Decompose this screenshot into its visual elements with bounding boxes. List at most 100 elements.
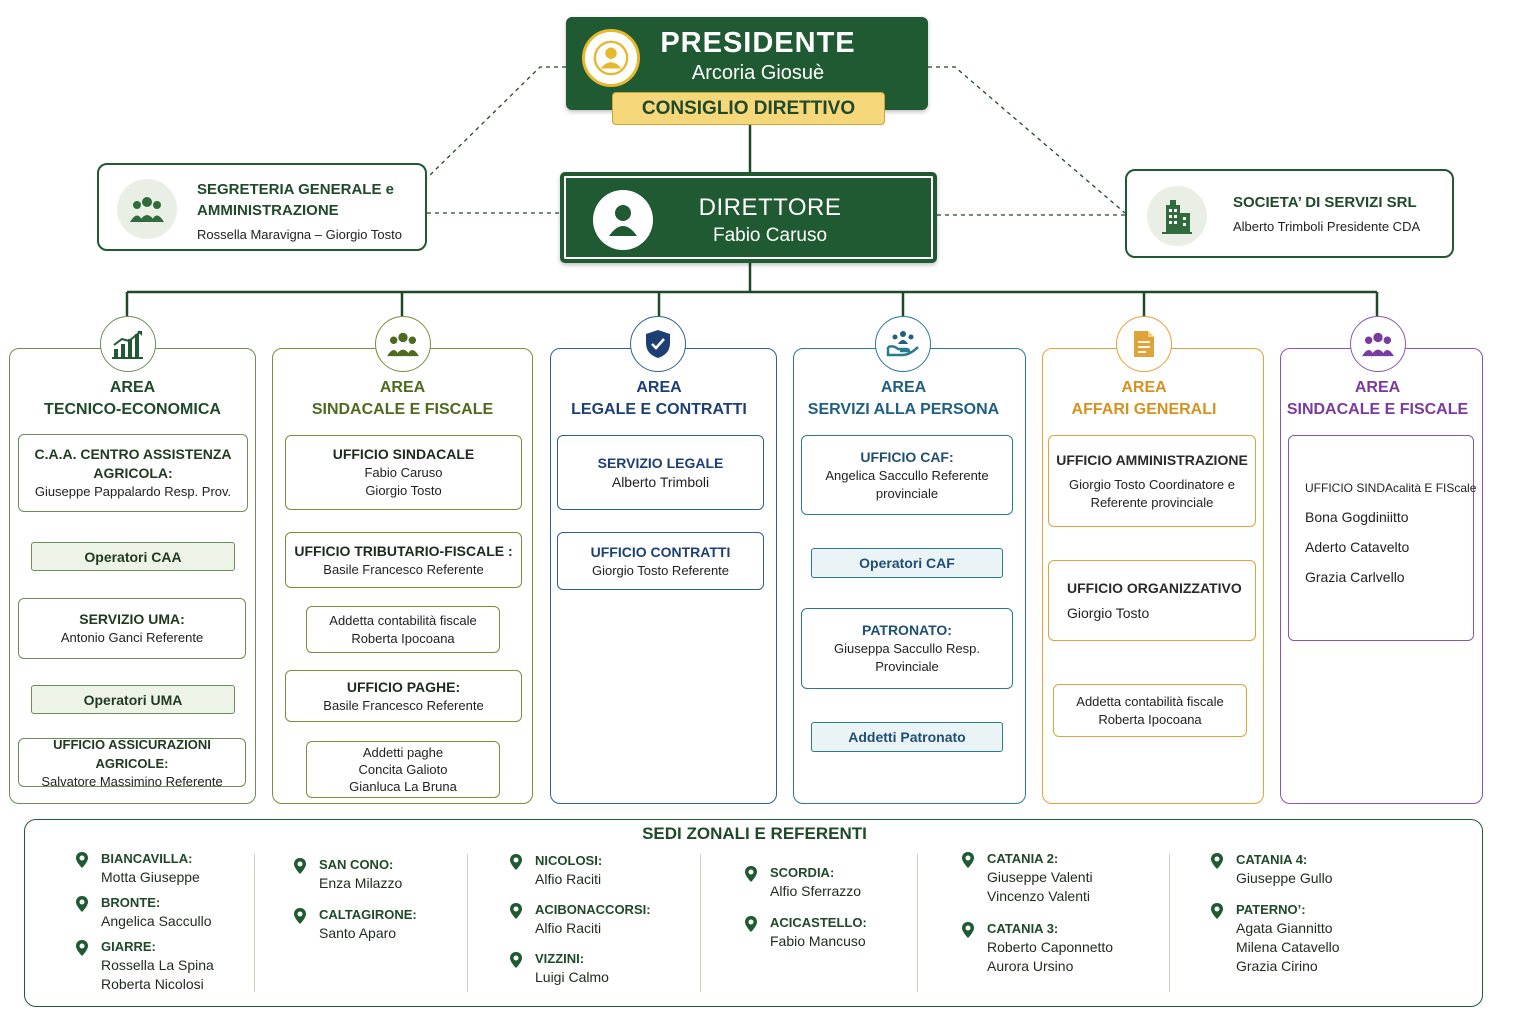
divider [1169, 854, 1170, 992]
societa-box[interactable]: SOCIETA’ DI SERVIZI SRL Alberto Trimboli… [1125, 169, 1454, 258]
sede-referente: Alfio Raciti [535, 871, 602, 887]
sede-referente: Giuseppe Valenti [987, 869, 1093, 885]
sede-referente: Alfio Sferrazzo [770, 883, 862, 899]
sede-item[interactable]: BRONTE: Angelica Saccullo [76, 894, 212, 931]
sede-item[interactable]: BIANCAVILLA: Motta Giuseppe [76, 850, 200, 887]
shield-icon [630, 316, 686, 372]
sede-name: CATANIA 2: [987, 851, 1059, 866]
sede-name: CATANIA 4: [1236, 852, 1308, 867]
sede-name: ACICASTELLO: [770, 915, 867, 930]
segreteria-title: SEGRETERIA GENERALE e AMMINISTRAZIONE [197, 181, 394, 219]
ufficio-organizzativo-box[interactable]: UFFICIO ORGANIZZATIVO Giorgio Tosto [1048, 560, 1256, 641]
sede-referente: Angelica Saccullo [101, 913, 212, 929]
sede-name: CALTAGIRONE: [319, 907, 417, 922]
sede-item[interactable]: SCORDIA:Alfio Sferrazzo [745, 864, 862, 901]
sede-name: ACIBONACCORSI: [535, 902, 651, 917]
sede-name: BIANCAVILLA: [101, 851, 193, 866]
divider [467, 854, 468, 992]
group-icon [1350, 316, 1406, 372]
sedi-title: SEDI ZONALI E REFERENTI [642, 824, 867, 843]
sede-name: VIZZINI: [535, 951, 585, 966]
presidente-name: Arcoria Giosuè [691, 62, 825, 84]
document-icon [1116, 316, 1172, 372]
segreteria-box[interactable]: SEGRETERIA GENERALE e AMMINISTRAZIONE Ro… [97, 163, 427, 251]
location-pin-icon [509, 853, 523, 876]
societa-people: Alberto Trimboli Presidente CDA [1233, 219, 1421, 234]
location-pin-icon [293, 857, 307, 880]
divider [917, 854, 918, 992]
sede-referente: Luigi Calmo [535, 969, 609, 985]
group-icon [375, 316, 431, 372]
operatori-caa[interactable]: Operatori CAA [31, 542, 235, 571]
location-pin-icon [75, 895, 89, 918]
sede-item[interactable]: CATANIA 4:Giuseppe Gullo [1211, 851, 1333, 888]
uma-box[interactable]: SERVIZIO UMA: Antonio Ganci Referente [18, 598, 246, 659]
sede-referente: Milena Catavello [1236, 939, 1340, 955]
addetta-contabilita-box[interactable]: Addetta contabilità fiscale Roberta Ipoc… [1053, 684, 1247, 737]
ufficio-paghe-box[interactable]: UFFICIO PAGHE: Basile Francesco Referent… [285, 670, 522, 722]
ufficio-sindacale-fiscale-box[interactable]: UFFICIO SINDAcalità E FIScale Bona Gogdi… [1288, 435, 1476, 641]
sede-referente: Grazia Cirino [1236, 958, 1318, 974]
person-icon [582, 29, 640, 87]
sede-referente: Fabio Mancuso [770, 933, 866, 949]
sede-item[interactable]: VIZZINI: Luigi Calmo [510, 950, 609, 987]
location-pin-icon [75, 851, 89, 874]
assicurazioni-box[interactable]: UFFICIO ASSICURAZIONI AGRICOLE: Salvator… [18, 737, 246, 789]
sede-name: NICOLOSI: [535, 853, 603, 868]
location-pin-icon [75, 939, 89, 962]
sede-referente: Rossella La Spina [101, 957, 214, 973]
direttore-box[interactable]: DIRETTORE Fabio Caruso [560, 172, 937, 263]
sede-item[interactable]: ACICASTELLO: Fabio Mancuso [745, 914, 867, 951]
addetti-patronato[interactable]: Addetti Patronato [811, 722, 1003, 752]
sede-referente: Agata Giannitto [1236, 920, 1333, 936]
ufficio-tributario-box[interactable]: UFFICIO TRIBUTARIO-FISCALE : Basile Fran… [285, 532, 522, 588]
area-tecnico-economica [9, 348, 256, 804]
sede-referente: Roberta Nicolosi [101, 976, 204, 992]
chart-icon [100, 316, 156, 372]
sede-name: SAN CONO: [319, 857, 394, 872]
sede-referente: Alfio Raciti [535, 920, 602, 936]
location-pin-icon [509, 951, 523, 974]
ufficio-caf-box[interactable]: UFFICIO CAF: Angelica Saccullo Referente… [801, 435, 1013, 515]
ufficio-amministrazione-box[interactable]: UFFICIO AMMINISTRAZIONE Giorgio Tosto Co… [1048, 435, 1256, 527]
ufficio-sindacale-box[interactable]: UFFICIO SINDACALE Fabio Caruso Giorgio T… [285, 435, 522, 510]
servizio-legale-box[interactable]: SERVIZIO LEGALE Alberto Trimboli [557, 435, 764, 510]
direttore-title: DIRETTORE [698, 194, 842, 221]
sede-item[interactable]: CALTAGIRONE:Santo Aparo [294, 906, 417, 943]
operatori-uma[interactable]: Operatori UMA [31, 685, 235, 714]
person-icon [593, 190, 653, 250]
operatori-caf[interactable]: Operatori CAF [811, 548, 1003, 578]
ufficio-contratti-box[interactable]: UFFICIO CONTRATTI Giorgio Tosto Referent… [557, 532, 764, 590]
segreteria-people: Rossella Maravigna – Giorgio Tosto [197, 227, 402, 242]
addetti-paghe-box[interactable]: Addetti paghe Concita Galioto Gianluca L… [306, 741, 500, 798]
consiglio-direttivo[interactable]: CONSIGLIO DIRETTIVO [612, 92, 885, 125]
person-name: Bona Gogdiniitto [1305, 509, 1409, 525]
sede-item[interactable]: ACIBONACCORSI: Alfio Raciti [510, 901, 651, 938]
sede-referente: Motta Giuseppe [101, 869, 200, 885]
location-pin-icon [744, 915, 758, 938]
sede-referente: Enza Milazzo [319, 875, 403, 891]
sede-item[interactable]: NICOLOSI: Alfio Raciti [510, 852, 603, 889]
sede-referente: Aurora Ursino [987, 958, 1074, 974]
caa-box[interactable]: C.A.A. CENTRO ASSISTENZA AGRICOLA: Giuse… [18, 434, 248, 512]
sedi-zonali-panel: SEDI ZONALI E REFERENTI [24, 819, 1483, 1007]
sede-item[interactable]: SAN CONO: Enza Milazzo [294, 856, 403, 893]
patronato-box[interactable]: PATRONATO: Giuseppa Saccullo Resp. Provi… [801, 608, 1013, 689]
sede-referente: Roberto Caponnetto [987, 939, 1114, 955]
location-pin-icon [961, 921, 975, 944]
societa-title: SOCIETA’ DI SERVIZI SRL [1233, 194, 1417, 211]
sede-name: BRONTE: [101, 895, 161, 910]
addetta-contabilita-box[interactable]: Addetta contabilità fiscale Roberta Ipoc… [306, 606, 500, 653]
location-pin-icon [1210, 852, 1224, 875]
sede-name: GIARRE: [101, 939, 156, 954]
